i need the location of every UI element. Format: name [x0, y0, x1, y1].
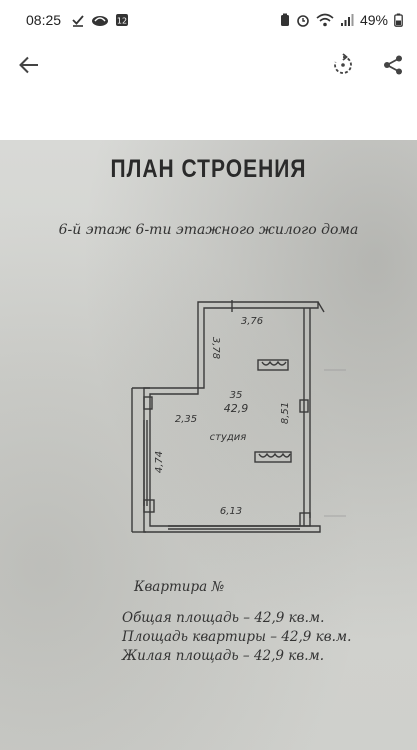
document-title: ПЛАН СТРОЕНИЯ: [110, 155, 307, 184]
calendar-badge: 12: [117, 17, 127, 26]
dim-left-width: 2,35: [175, 414, 197, 425]
column-left-top: [143, 396, 153, 410]
radiator-top: [257, 359, 289, 371]
wifi-icon: [316, 13, 334, 27]
apartment-area: Площадь квартиры – 42,9 кв.м.: [122, 629, 352, 645]
faint-marks: [324, 369, 346, 517]
column-right-bottom: [299, 512, 311, 527]
dim-top-width: 3,76: [241, 316, 263, 327]
share-button[interactable]: [378, 50, 408, 80]
room-name: студия: [210, 432, 247, 443]
apartment-title: Квартира №: [134, 579, 225, 595]
status-bar: 08:25 12 49%: [0, 0, 417, 40]
living-area: Жилая площадь – 42,9 кв.м.: [122, 648, 324, 664]
status-right: 49%: [280, 12, 403, 28]
rotate-icon: [334, 53, 352, 74]
document-photo[interactable]: [0, 140, 417, 750]
status-time: 08:25: [26, 12, 62, 28]
signal-icon: [340, 13, 354, 27]
cloud-icon: [91, 13, 109, 27]
radiator-top-coil: [261, 360, 287, 366]
apartment-info: Квартира № Общая площадь – 42,9 кв.м. Пл…: [122, 578, 351, 666]
dim-left-height: 4,74: [154, 451, 165, 473]
check-icon: [71, 13, 85, 27]
column-right: [299, 399, 309, 413]
calendar-icon: 12: [115, 13, 129, 27]
column-left-bottom: [143, 499, 155, 513]
dim-left-top-height: 3,78: [210, 337, 221, 359]
floor-plan: 3,76 3,78 35 42,9 2,35 8,51 студия 4,74 …: [131, 300, 346, 533]
back-arrow-icon: [19, 56, 38, 74]
dim-right-height: 8,51: [280, 402, 291, 424]
alarm-icon: [296, 13, 310, 27]
dim-bottom-width: 6,13: [220, 506, 242, 517]
left-window: [143, 420, 148, 506]
wall-cut: [317, 301, 325, 313]
outer-wall: [143, 301, 321, 533]
back-button[interactable]: [14, 50, 44, 80]
radiator-bottom: [254, 451, 292, 463]
share-icon: [384, 55, 402, 75]
room-area: 42,9: [224, 402, 249, 415]
document-subtitle: 6-й этаж 6-ти этажного жилого дома: [58, 222, 359, 238]
battery-percent: 49%: [359, 12, 388, 28]
room-number: 35: [230, 390, 243, 401]
radiator-bottom-coil: [258, 452, 291, 458]
image-viewer-toolbar: [0, 40, 417, 90]
total-area: Общая площадь – 42,9 кв.м.: [122, 610, 325, 626]
rotate-button[interactable]: [328, 50, 358, 80]
battery-icon: [394, 13, 403, 27]
status-left: 08:25 12: [26, 12, 129, 28]
bottom-window: [168, 525, 300, 530]
photo-shading: [0, 140, 417, 750]
battery-saver-icon: [280, 13, 290, 27]
